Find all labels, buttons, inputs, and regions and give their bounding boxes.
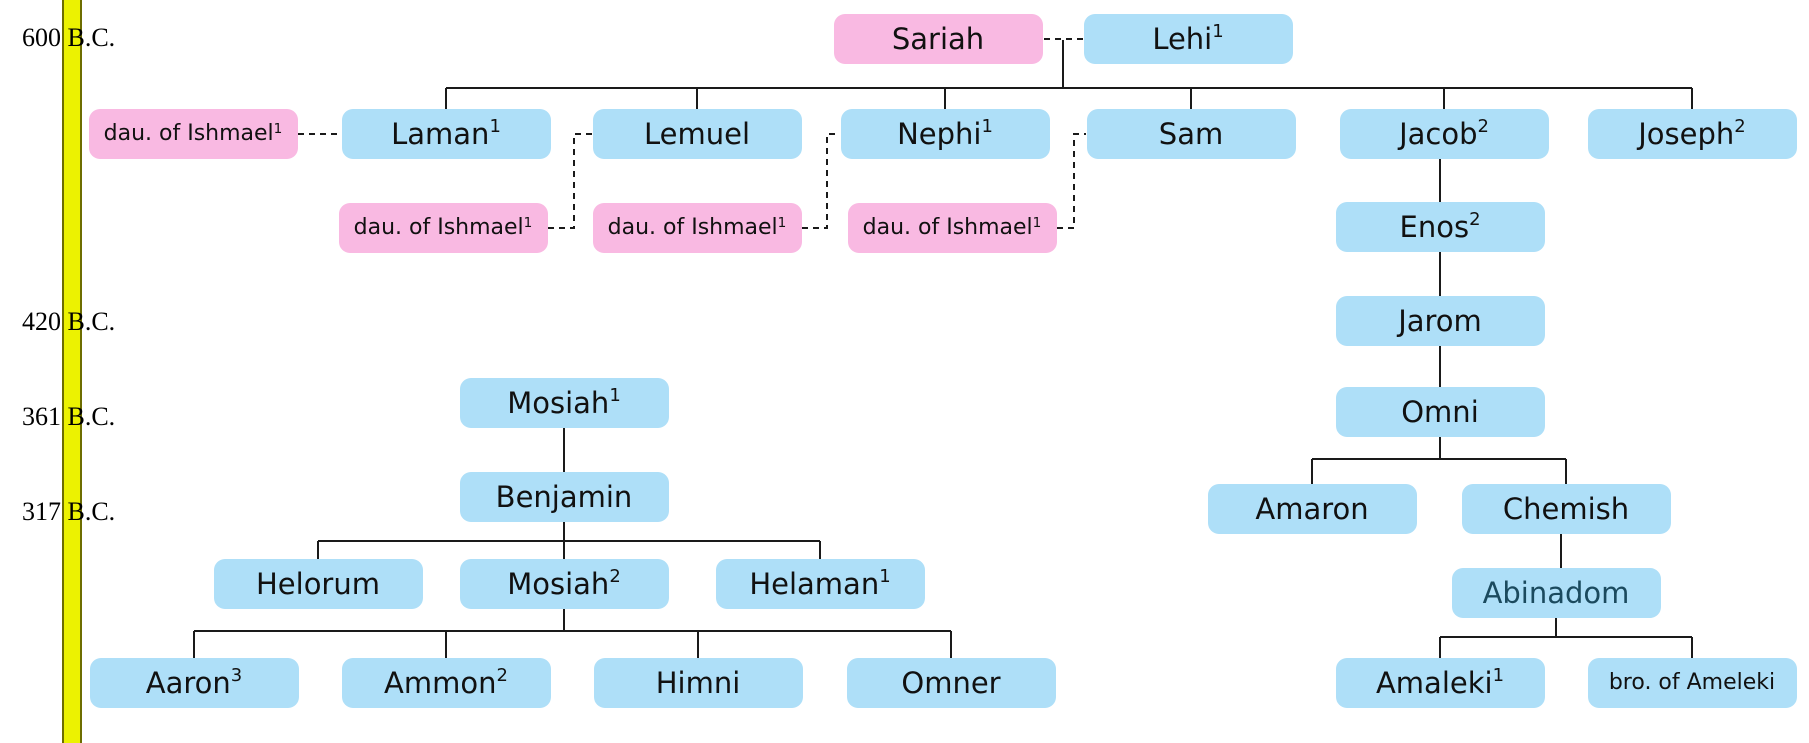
- person-name: Jarom: [1398, 303, 1482, 338]
- person-box-jarom: Jarom: [1335, 296, 1545, 346]
- person-box-amaron: Amaron: [1207, 484, 1417, 534]
- marriage-dashed-line: [1057, 133, 1086, 229]
- person-name: Benjamin: [495, 479, 633, 514]
- person-box-omni: Omni: [1335, 387, 1545, 437]
- person-box-lemuel: Lemuel: [592, 109, 802, 159]
- person-name: Enos: [1399, 209, 1470, 244]
- person-name: dau. of Ishmael: [607, 215, 778, 240]
- timeline-bar: [62, 0, 82, 743]
- person-name: Laman: [391, 116, 490, 151]
- person-name: dau. of Ishmael: [353, 215, 524, 240]
- person-name: Sam: [1158, 116, 1224, 151]
- person-name: Lehi: [1152, 21, 1213, 56]
- person-name: Mosiah: [507, 385, 610, 420]
- person-name: Abinadom: [1482, 575, 1630, 610]
- person-box-chemish: Chemish: [1461, 484, 1671, 534]
- person-name: Himni: [655, 665, 741, 700]
- person-box-himni: Himni: [593, 658, 803, 708]
- person-name: Amaleki: [1375, 665, 1493, 700]
- person-box-sariah: Sariah: [833, 14, 1043, 64]
- marriage-dashed-line: [802, 133, 840, 229]
- person-name: Jacob: [1399, 116, 1478, 151]
- person-name: Omni: [1401, 394, 1479, 429]
- person-name: Joseph: [1638, 116, 1735, 151]
- person-name: Nephi: [897, 116, 982, 151]
- person-name: Helaman: [749, 566, 880, 601]
- person-name: Mosiah: [507, 566, 610, 601]
- timeline-label-361-bc: 361 B.C.: [22, 402, 116, 431]
- person-name: dau. of Ishmael: [862, 215, 1033, 240]
- person-box-abinadom[interactable]: Abinadom: [1451, 568, 1661, 618]
- person-name: Chemish: [1502, 491, 1630, 526]
- timeline-label-600-bc: 600 B.C.: [22, 23, 116, 52]
- person-name: Omner: [901, 665, 1001, 700]
- person-name: Sariah: [891, 21, 985, 56]
- person-name: Aaron: [145, 665, 231, 700]
- person-box-helorum: Helorum: [213, 559, 423, 609]
- timeline-label-317-bc: 317 B.C.: [22, 497, 116, 526]
- person-name: dau. of Ishmael: [103, 121, 274, 146]
- person-box-benjamin: Benjamin: [459, 472, 669, 522]
- marriage-dashed-line: [548, 133, 592, 229]
- person-name: Amaron: [1255, 491, 1369, 526]
- person-box-sam: Sam: [1086, 109, 1296, 159]
- person-box-omner: Omner: [846, 658, 1056, 708]
- person-name: Ammon: [384, 665, 497, 700]
- person-name: Lemuel: [643, 116, 751, 151]
- person-name: Helorum: [255, 566, 380, 601]
- timeline-label-420-bc: 420 B.C.: [22, 307, 116, 336]
- person-name: bro. of Ameleki: [1608, 670, 1776, 695]
- person-box-bro_of_ameleki: bro. of Ameleki: [1587, 658, 1797, 708]
